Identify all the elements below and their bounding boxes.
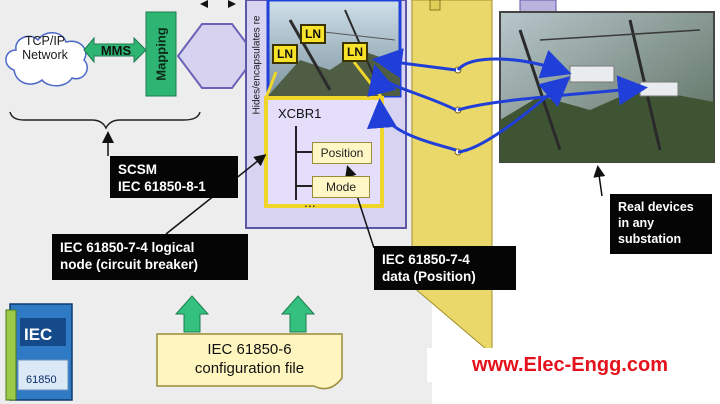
xcbr-label: XCBR1 (278, 106, 322, 121)
top-arrow-icon (200, 0, 208, 8)
vertical-note: Hides/encapsulates re (251, 15, 263, 115)
up-arrow-icon (174, 295, 210, 333)
config-file-label: IEC 61850-6 configuration file (194, 341, 305, 377)
book-title: IEC (24, 325, 53, 344)
vertical-note-wrap: Hides/encapsulates re (248, 0, 266, 130)
mode-box: Mode (312, 176, 370, 198)
mms-label: MMS (100, 42, 132, 58)
up-arrow-icon (280, 295, 316, 333)
connector-arrow-icon (457, 75, 648, 112)
connector-arrow-icon (456, 49, 572, 79)
yellow-panel (411, 0, 493, 356)
brace-icon (9, 111, 201, 130)
book-number: 61850 (26, 374, 57, 386)
data-position-label: IEC 61850-7-4 data (Position) (374, 246, 516, 290)
top-arrow-icon (228, 0, 236, 8)
cloud-icon (5, 32, 88, 87)
ln-badge: LN (342, 42, 368, 62)
iec-book-icon (5, 303, 73, 401)
website-link[interactable]: www.Elec-Engg.com (427, 348, 713, 382)
position-box: Position (312, 142, 372, 164)
hex-arrow-icon (176, 23, 258, 89)
connector-arrow-icon (367, 64, 457, 112)
connector-arrow-icon (457, 76, 571, 154)
tcp-ip-network-label: TCP/IP Network (22, 34, 68, 62)
mapping-box (145, 11, 177, 97)
connector-arrow-icon (366, 98, 457, 152)
ln-badge: LN (272, 44, 298, 64)
connector-arrow-icon (372, 48, 457, 78)
ellipsis: ... (304, 194, 316, 210)
config-file-box (156, 333, 343, 390)
real-devices-label: Real devices in any substation (610, 194, 712, 254)
logical-node-label: IEC 61850-7-4 logical node (circuit brea… (52, 234, 248, 280)
pointer-arrow (593, 165, 606, 197)
mapping-label-wrap: Mapping (146, 12, 176, 96)
mapping-label: Mapping (153, 27, 169, 81)
scsm-label: SCSM IEC 61850-8-1 (110, 156, 238, 198)
ln-badge: LN (300, 24, 326, 44)
